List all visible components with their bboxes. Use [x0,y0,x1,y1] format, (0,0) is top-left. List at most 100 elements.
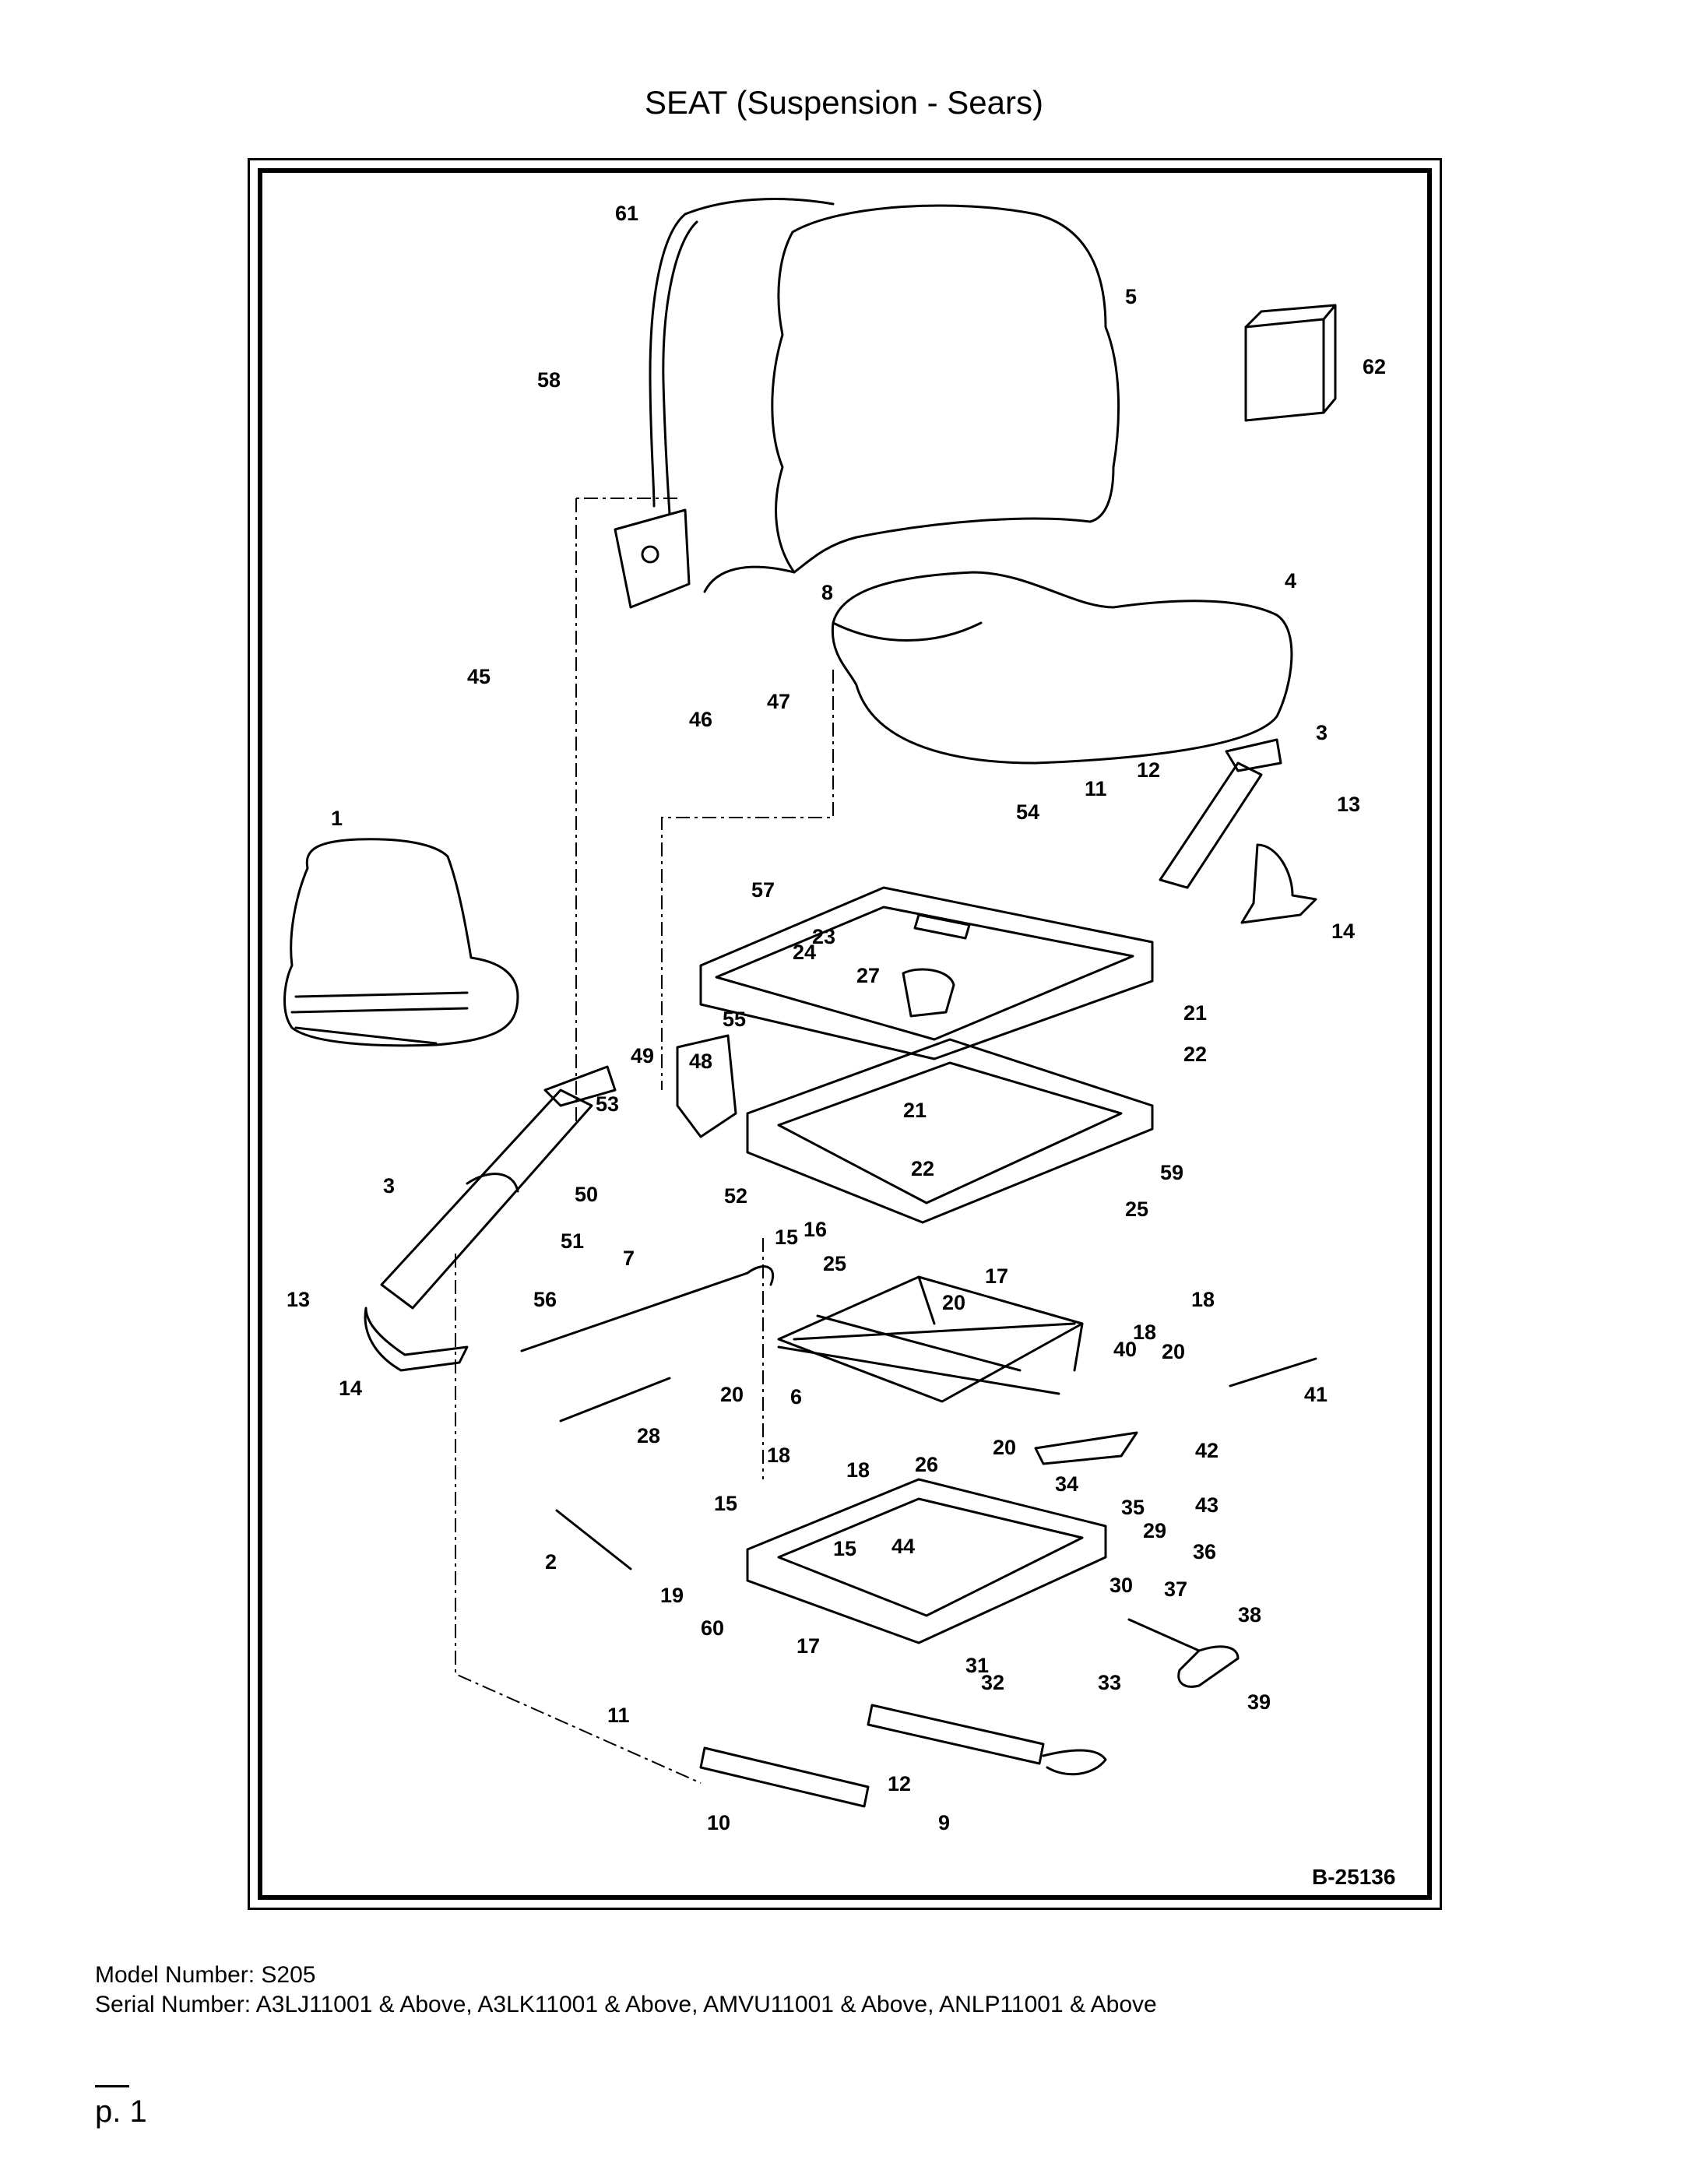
callout-15b: 15 [714,1492,737,1515]
callout-20d: 20 [993,1436,1016,1459]
callout-39: 39 [1247,1690,1271,1714]
callout-6: 6 [790,1385,802,1409]
seat-bottom-cushion [831,571,1293,765]
callout-22a: 22 [1183,1043,1207,1066]
callout-23: 23 [812,925,835,948]
callout-40: 40 [1113,1338,1137,1361]
callout-20b: 20 [1162,1340,1185,1363]
callout-11a: 11 [1085,777,1107,800]
callout-2: 2 [545,1550,557,1574]
shock-absorber [555,1509,632,1570]
serial-number: Serial Number: A3LJ11001 & Above, A3LK11… [95,1992,1157,2017]
callout-36: 36 [1193,1540,1216,1563]
slide-rail-right [867,1704,1045,1765]
callout-42: 42 [1195,1439,1219,1462]
callout-44: 44 [891,1535,915,1558]
callout-3a: 3 [1316,721,1328,744]
seat-pan-frame [699,886,1154,1060]
callout-28: 28 [637,1424,660,1447]
callout-5: 5 [1125,285,1137,308]
assembled-seat-illustration [283,838,519,1047]
diagram-inner-border [258,168,1432,1900]
callout-46: 46 [689,708,712,731]
callout-20a: 20 [942,1291,965,1314]
callout-38: 38 [1238,1603,1261,1627]
seat-back-frame [649,198,835,515]
side-bracket [676,1034,737,1138]
callout-13b: 13 [287,1288,310,1311]
callout-18b: 18 [1133,1321,1156,1344]
callout-52: 52 [724,1184,747,1208]
callout-16: 16 [804,1218,827,1241]
callout-24: 24 [793,941,816,964]
callout-31: 31 [965,1654,989,1677]
callout-13a: 13 [1337,793,1360,816]
callout-61: 61 [615,202,638,225]
callout-47: 47 [767,690,790,713]
callout-14b: 14 [339,1377,362,1400]
callout-4: 4 [1285,569,1296,593]
slide-rail-left [699,1746,870,1808]
callout-21b: 21 [903,1099,927,1122]
callout-17b: 17 [797,1634,820,1658]
callout-18d: 18 [846,1458,870,1482]
lower-seat-frame [746,1038,1154,1224]
callout-41: 41 [1304,1383,1328,1406]
callout-33: 33 [1098,1671,1121,1694]
seat-belt-left [380,1065,617,1310]
callout-50: 50 [575,1183,598,1206]
callout-30: 30 [1110,1574,1133,1597]
page-number: p. 1 [95,2094,147,2129]
callout-55: 55 [723,1008,746,1031]
callout-20c: 20 [720,1383,744,1406]
callout-18c: 18 [767,1444,790,1467]
callout-25b: 25 [823,1252,846,1275]
drawing-code: B-25136 [1312,1865,1396,1889]
callout-58: 58 [537,368,561,392]
lever-43 [1034,1431,1138,1465]
rod-41 [1229,1357,1317,1387]
suspension-base [746,1478,1107,1644]
callout-56: 56 [533,1288,557,1311]
callout-8: 8 [821,581,833,604]
callout-62: 62 [1363,355,1386,378]
callout-45: 45 [467,665,491,688]
callout-53: 53 [596,1092,619,1116]
callout-57: 57 [751,878,775,902]
callout-34: 34 [1055,1472,1078,1496]
callout-7: 7 [623,1247,635,1270]
belt-bracket-right [1240,843,1317,924]
callout-19: 19 [660,1584,684,1607]
seat-back-cushion [771,204,1120,574]
diagram-frame [248,158,1442,1910]
callout-17a: 17 [985,1264,1008,1288]
spring-56 [520,1265,775,1352]
callout-43: 43 [1195,1493,1219,1517]
belt-bracket-left [364,1307,469,1372]
callout-49: 49 [631,1044,654,1067]
callout-1: 1 [331,807,343,830]
callout-26: 26 [915,1453,938,1476]
back-mounting-plate [614,508,691,609]
scissor-mechanism [777,1275,1084,1403]
callout-27: 27 [856,964,880,987]
callout-3b: 3 [383,1174,395,1198]
callout-15a: 15 [775,1226,798,1249]
callout-60: 60 [701,1616,724,1640]
callout-22b: 22 [911,1157,934,1180]
callout-10: 10 [707,1811,730,1834]
callout-11b: 11 [607,1704,630,1727]
model-number: Model Number: S205 [95,1962,316,1988]
rod-28 [559,1377,671,1423]
callout-35: 35 [1121,1496,1145,1519]
callout-37: 37 [1164,1577,1187,1601]
page-separator [95,2085,129,2087]
callout-12b: 12 [888,1772,911,1795]
callout-48: 48 [689,1050,712,1073]
callout-29: 29 [1143,1519,1166,1542]
adjust-handle [1127,1618,1240,1688]
callout-51: 51 [561,1229,584,1253]
callout-18a: 18 [1191,1288,1215,1311]
callout-15c: 15 [833,1537,856,1560]
